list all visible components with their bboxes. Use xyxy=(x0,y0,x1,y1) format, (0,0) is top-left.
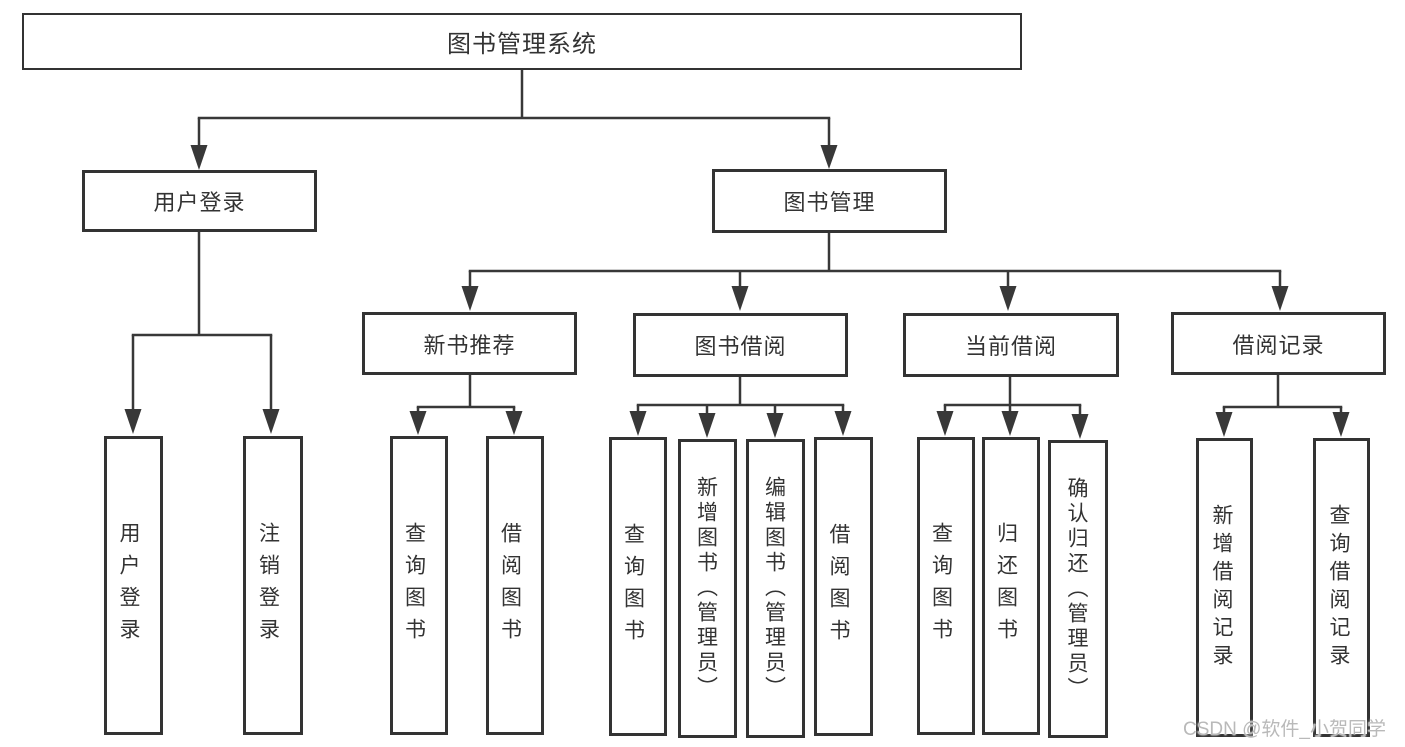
arrow-icon xyxy=(999,286,1017,311)
node-book-management: 图书管理 xyxy=(712,169,947,233)
node-book-borrowing: 图书借阅 xyxy=(633,313,848,377)
connector-borrow-record xyxy=(1222,373,1343,413)
leaf-query-books: 查询图书 xyxy=(917,437,975,735)
leaf-add-books-admin: 新增图书（管理员） xyxy=(678,439,737,738)
connector-user-login xyxy=(131,232,273,410)
node-current-borrowing: 当前借阅 xyxy=(903,313,1119,377)
arrow-icon xyxy=(820,145,838,169)
arrow-icon xyxy=(1271,286,1289,311)
node-user-login: 用户登录 xyxy=(82,170,317,232)
leaf-borrow-books: 借阅图书 xyxy=(814,437,873,736)
arrow-icon xyxy=(190,145,208,170)
arrowheads xyxy=(124,145,1350,439)
arrow-icon xyxy=(1332,412,1350,437)
arrow-icon xyxy=(936,411,954,436)
connector-new-book-rec xyxy=(416,375,516,412)
leaf-logout: 注销登录 xyxy=(243,436,303,735)
connector-book-borrow xyxy=(636,377,845,414)
leaf-borrow-books: 借阅图书 xyxy=(486,436,544,735)
leaf-add-borrow-record: 新增借阅记录 xyxy=(1196,438,1253,737)
csdn-watermark: CSDN @软件_小贺同学 xyxy=(1183,719,1386,740)
arrow-icon xyxy=(1001,411,1019,436)
arrow-icon xyxy=(1071,414,1089,439)
leaf-edit-books-admin: 编辑图书（管理员） xyxy=(746,439,805,738)
leaf-query-borrow-record: 查询借阅记录 xyxy=(1313,438,1370,737)
leaf-query-books: 查询图书 xyxy=(390,436,448,735)
leaf-return-books: 归还图书 xyxy=(982,437,1040,735)
arrow-icon xyxy=(731,286,749,311)
arrow-icon xyxy=(698,413,716,438)
arrow-icon xyxy=(409,411,427,435)
arrow-icon xyxy=(262,409,280,434)
leaf-query-books: 查询图书 xyxy=(609,437,667,736)
arrow-icon xyxy=(505,411,523,435)
connector-current-borrow xyxy=(943,377,1082,415)
node-borrowing-records: 借阅记录 xyxy=(1171,312,1386,375)
leaf-user-login: 用户登录 xyxy=(104,436,163,735)
arrow-icon xyxy=(834,411,852,436)
arrow-icon xyxy=(1215,412,1233,437)
arrow-icon xyxy=(629,411,647,436)
arrow-icon xyxy=(124,409,142,434)
leaf-confirm-return-admin: 确认归还（管理员） xyxy=(1048,440,1108,738)
arrow-icon xyxy=(461,286,479,311)
node-new-book-recommendation: 新书推荐 xyxy=(362,312,577,375)
connector-root xyxy=(197,69,831,147)
connector-book-mgmt xyxy=(468,233,1282,288)
arrow-icon xyxy=(766,413,784,438)
node-root: 图书管理系统 xyxy=(22,13,1022,70)
